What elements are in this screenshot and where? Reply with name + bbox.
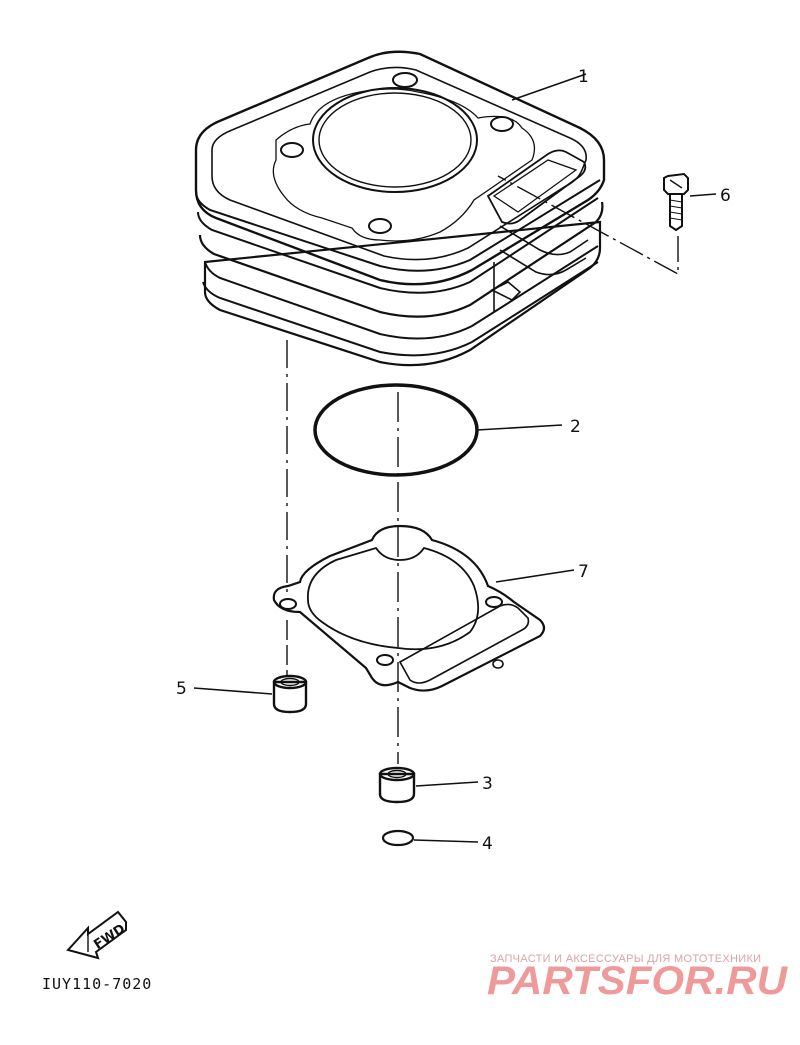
callout-3: 3 <box>482 774 493 794</box>
dowel-pin-3-part <box>378 766 416 804</box>
o-ring-part <box>313 383 479 477</box>
leader-5 <box>193 687 273 695</box>
leader-1 <box>511 73 587 101</box>
leader-2 <box>476 424 563 431</box>
leader-3 <box>415 781 479 787</box>
watermark: ЗАПЧАСТИ И АКСЕССУАРЫ ДЛЯ МОТОТЕХНИКИ PA… <box>487 953 788 1003</box>
small-o-ring-part <box>381 829 415 847</box>
fwd-label: FWD <box>91 921 128 952</box>
leader-4 <box>413 839 479 843</box>
diagram-code: IUY110-7020 <box>42 975 152 993</box>
callout-5: 5 <box>176 679 187 699</box>
watermark-tagline: ЗАПЧАСТИ И АКСЕССУАРЫ ДЛЯ МОТОТЕХНИКИ <box>490 953 761 965</box>
cylinder-part <box>194 50 606 600</box>
fwd-arrow-icon: FWD <box>66 910 128 960</box>
dowel-pin-5-part <box>272 674 308 714</box>
watermark-brand: PARTSFOR.RU <box>487 959 788 1003</box>
leader-6 <box>689 193 717 197</box>
bolt-part <box>663 172 689 232</box>
leader-7 <box>495 569 575 583</box>
base-gasket-part <box>272 524 546 692</box>
callout-6: 6 <box>720 186 731 206</box>
callout-1: 1 <box>578 67 589 87</box>
callout-7: 7 <box>578 562 589 582</box>
leader-6-dashed <box>497 175 679 276</box>
callout-2: 2 <box>570 417 581 437</box>
callout-4: 4 <box>482 834 493 854</box>
